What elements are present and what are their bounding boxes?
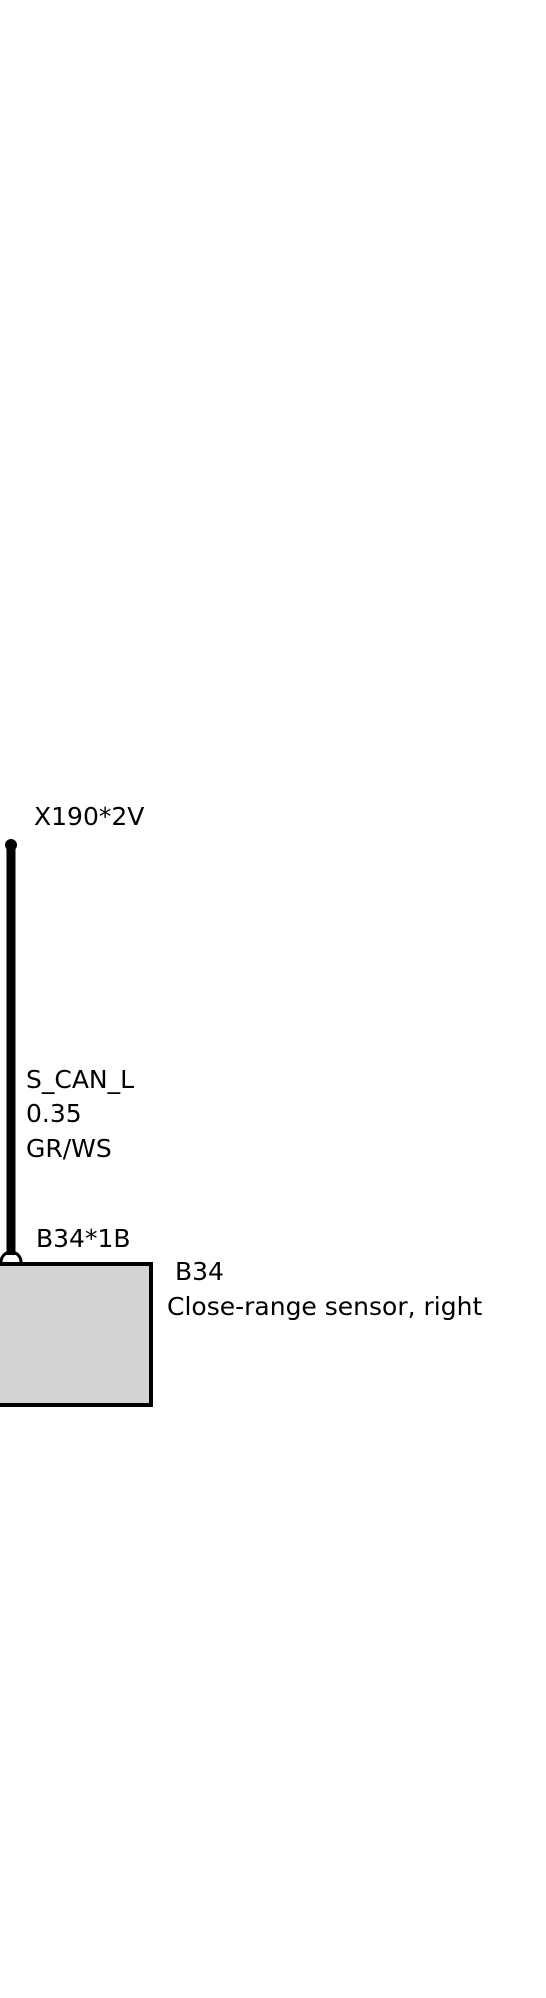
connector-terminal-dot: [5, 839, 17, 851]
wire-gauge-label: 0.35: [26, 1099, 82, 1128]
component-description-label: Close-range sensor, right: [167, 1292, 483, 1321]
connector-socket-icon: [0, 1250, 23, 1263]
component-id-label: B34: [175, 1257, 224, 1286]
connector-label-b34: B34*1B: [36, 1224, 131, 1253]
wire-signal-label: S_CAN_L: [26, 1065, 135, 1094]
wire-color-label: GR/WS: [26, 1134, 112, 1163]
component-box: [0, 1262, 153, 1407]
connector-label-x190: X190*2V: [34, 802, 145, 831]
